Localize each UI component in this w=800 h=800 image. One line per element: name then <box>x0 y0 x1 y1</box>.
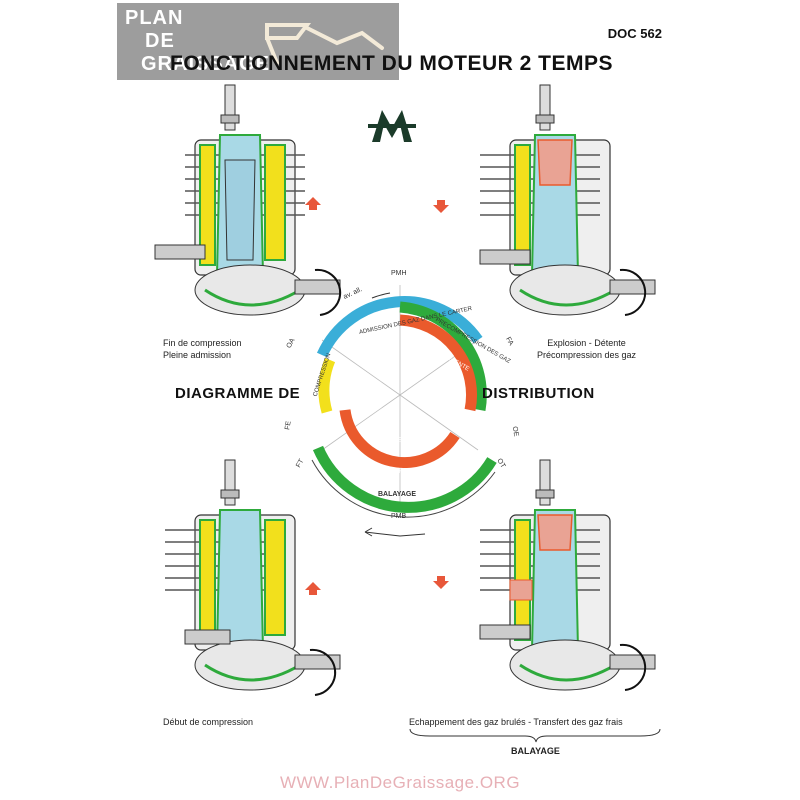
down-arrow-icon <box>433 200 449 213</box>
caption-top-right-line2: Précompression des gaz <box>537 350 637 360</box>
balayage-label: BALAYAGE <box>378 491 416 498</box>
caption-bottom-right: Echappement des gaz brulés - Transfert d… <box>409 717 623 727</box>
engine-top-left <box>154 84 342 316</box>
pmb-label: PMB <box>391 513 407 520</box>
down-arrow-icon <box>433 576 449 589</box>
transfert-arc-label: TRANSFERT DES GAZ <box>366 468 441 475</box>
watermark-line1: PLAN <box>125 7 184 29</box>
oil-can-icon <box>265 23 384 65</box>
caption-top-right: Explosion - Détente Précompression des g… <box>537 337 636 361</box>
caption-top-left-line1: Fin de compression <box>163 338 242 348</box>
caption-top-left-line2: Pleine admission <box>163 350 232 360</box>
watermark-logo: PLAN DE GRAISSAGE <box>117 3 399 80</box>
watermark-line3: GRAISSAGE <box>141 53 271 75</box>
footer-url: WWW.PlanDeGraissage.ORG <box>279 773 521 792</box>
caption-top-right-line1: Explosion - Détente <box>547 338 626 348</box>
page-title: FONCTIONNEMENT DU MOTEUR 2 TEMPS <box>170 52 614 75</box>
doc-number: DOC 562 <box>607 26 662 41</box>
caption-bottom-left: Début de compression <box>163 717 254 727</box>
timing-diagram <box>311 285 497 537</box>
brand-logo <box>368 110 416 142</box>
engine-top-right <box>479 84 656 316</box>
caption-top-left: Fin de compression Pleine admission <box>163 337 242 361</box>
diagram-title-left: DIAGRAMME DE <box>175 385 301 402</box>
engine-bottom-left <box>165 459 341 696</box>
pmh-label: PMH <box>391 270 407 277</box>
watermark-line2: DE <box>145 30 175 52</box>
up-arrow-icon <box>305 582 321 595</box>
engine-bottom-right <box>479 459 656 691</box>
up-arrow-icon <box>305 197 321 210</box>
caption-balayage: BALAYAGE <box>511 746 560 756</box>
echappement-arc-label: ECHAPPEMENT <box>368 437 422 444</box>
diagram-title-right: DISTRIBUTION <box>482 385 595 402</box>
